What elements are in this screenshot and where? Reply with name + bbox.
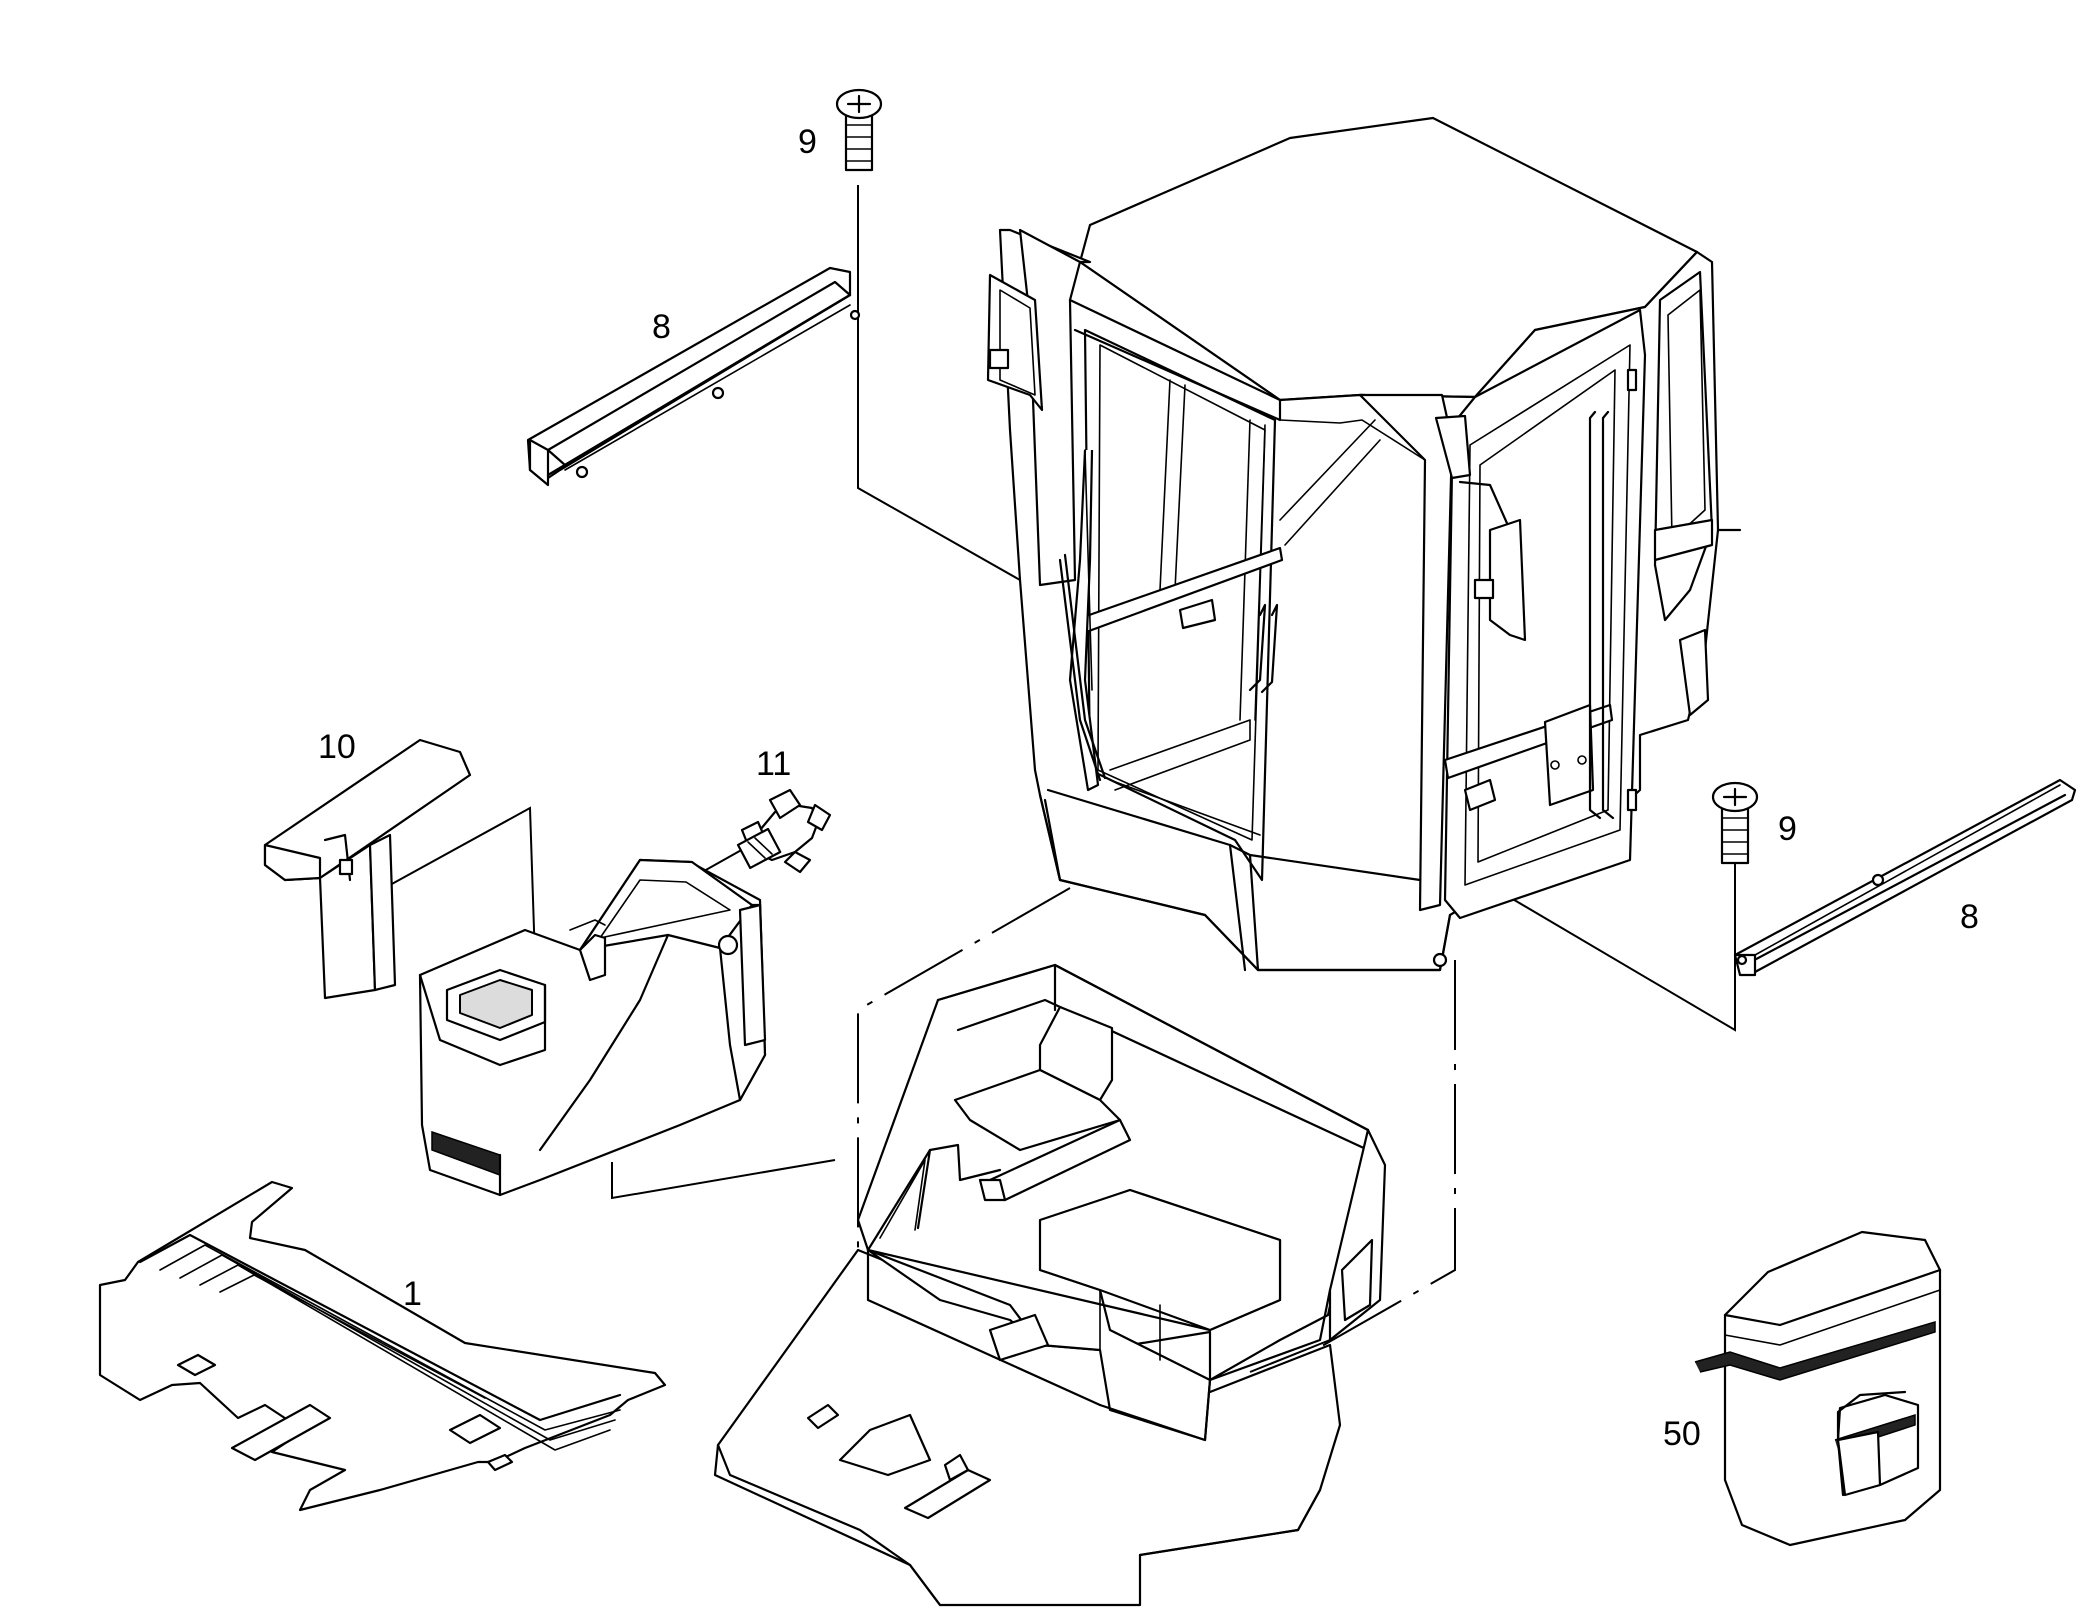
screw-right	[1711, 781, 1759, 865]
armrest	[263, 738, 472, 1000]
callout-rail-right: 8	[1960, 898, 1979, 936]
floor-mat	[98, 1180, 667, 1512]
screw-left	[835, 88, 883, 172]
rail-left	[526, 266, 861, 487]
callout-armrest: 10	[318, 728, 356, 766]
callout-labels: 1 8 8 9 9 10 11 50	[318, 123, 1979, 1453]
callout-floor-mat: 1	[403, 1275, 422, 1313]
knob	[736, 788, 832, 874]
seat-frame	[856, 963, 1387, 1442]
cover	[1694, 1230, 1942, 1547]
cab-assembly	[986, 116, 1742, 972]
callout-screw-right: 9	[1778, 810, 1797, 848]
callout-knob: 11	[756, 745, 791, 783]
platform-base	[713, 1248, 1342, 1607]
console	[418, 858, 767, 1197]
rail-right	[1733, 778, 2077, 977]
callout-rail-left: 8	[652, 308, 671, 346]
callout-cover: 50	[1663, 1415, 1701, 1453]
left-mirror	[986, 273, 1044, 412]
callout-screw-left: 9	[798, 123, 817, 161]
right-mirror	[1488, 518, 1527, 642]
